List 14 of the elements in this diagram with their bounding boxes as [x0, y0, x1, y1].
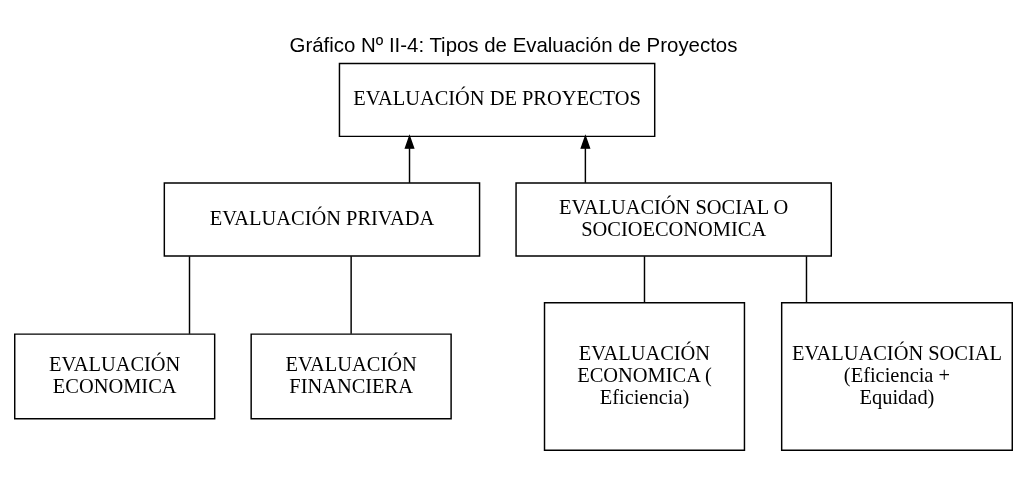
arrow [404, 134, 415, 184]
connector [350, 255, 352, 335]
node-box: EVALUACIÓN ECONOMICA [14, 333, 216, 420]
node-box: EVALUACIÓN FINANCIERA [250, 333, 452, 420]
connector [805, 255, 808, 303]
node-box: EVALUACIÓN PRIVADA [163, 182, 481, 257]
node-box: EVALUACIÓN ECONOMICA (Eficiencia) [543, 302, 746, 451]
arrow [580, 134, 591, 184]
node-box: EVALUACIÓN SOCIAL (Eficiencia + Equidad) [780, 302, 1013, 451]
diagram-title: Gráfico Nº II-4: Tipos de Evaluación de Proyectos [289, 34, 738, 57]
node-box: EVALUACIÓN SOCIAL O SOCIOECONOMICA [515, 182, 833, 257]
connector [643, 255, 646, 303]
node-box: EVALUACIÓN DE PROYECTOS [338, 62, 656, 138]
connector [188, 255, 191, 335]
